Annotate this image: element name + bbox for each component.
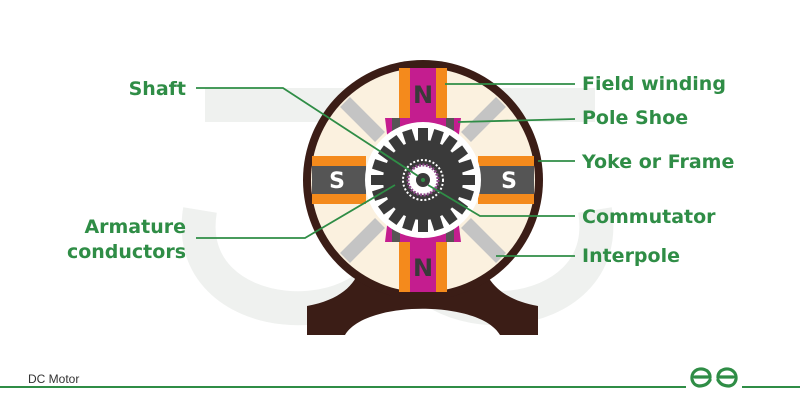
- leader-armature: [196, 184, 396, 239]
- armature-tooth: [418, 216, 428, 232]
- label-interpole: Interpole: [582, 245, 680, 267]
- label-pole-shoe: Pole Shoe: [582, 107, 689, 129]
- armature-conductors-ring: [402, 159, 444, 201]
- pole-left-letter: S: [329, 169, 345, 194]
- interpole-top-left: [340, 97, 385, 142]
- label-armature-line1: Armature: [84, 216, 186, 238]
- footer-divider: [0, 386, 800, 388]
- shaft-center: [421, 178, 425, 182]
- pole-top-letter: N: [413, 81, 433, 109]
- interpole-top-right: [461, 97, 506, 142]
- geeksforgeeks-logo-icon: [686, 364, 742, 390]
- leader-shaft: [196, 87, 419, 177]
- label-commutator: Commutator: [582, 206, 716, 228]
- armature-tooth: [418, 128, 428, 144]
- pole-right: [478, 156, 534, 204]
- armature-tooth: [371, 175, 387, 185]
- interpole-bottom-right: [461, 218, 506, 263]
- interpole-bottom-left: [340, 218, 385, 263]
- label-field-winding: Field winding: [582, 73, 726, 95]
- leader-pole-shoe: [457, 118, 576, 123]
- armature: [365, 122, 481, 238]
- armature-tooth: [459, 175, 475, 185]
- pole-right-letter: S: [501, 169, 517, 194]
- leader-commutator: [427, 184, 575, 217]
- label-shaft: Shaft: [128, 78, 186, 100]
- label-yoke: Yoke or Frame: [582, 151, 735, 173]
- interpoles: [340, 97, 506, 263]
- label-armature-line2: conductors: [66, 241, 186, 263]
- pole-bottom-letter: N: [413, 254, 433, 282]
- caption: DC Motor: [28, 372, 80, 386]
- leader-lines: [196, 83, 576, 257]
